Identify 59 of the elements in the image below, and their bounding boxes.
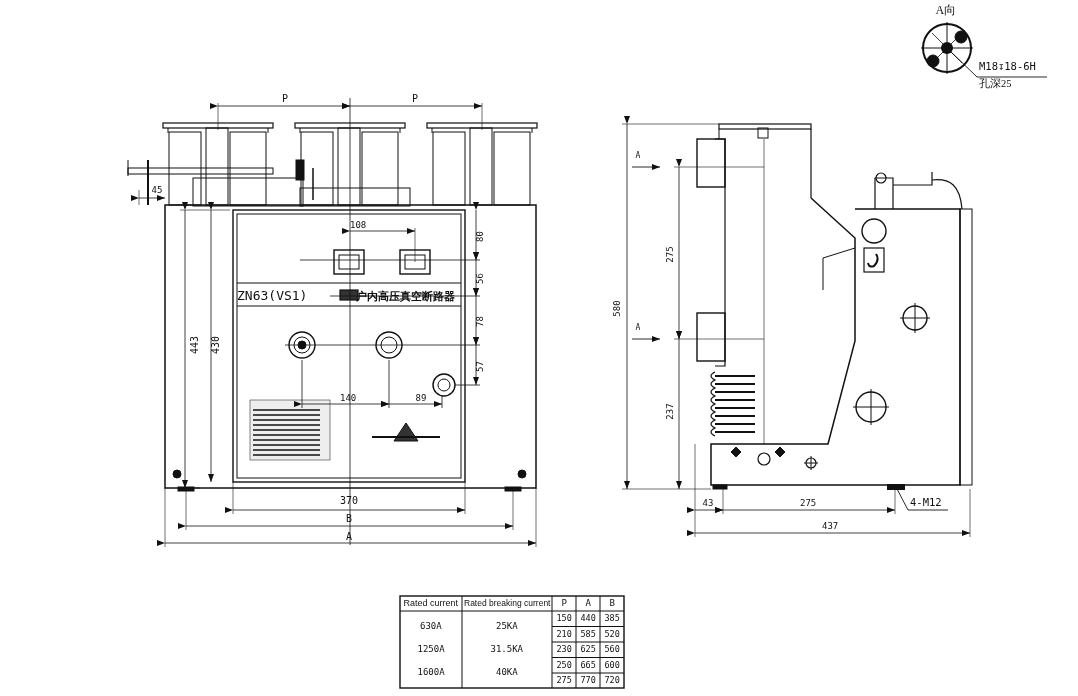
threaded-hole — [941, 42, 953, 54]
dimension-text: 275 — [665, 245, 675, 263]
table-cell-text: 630A — [420, 622, 442, 631]
table-cell-text: 25KA — [496, 622, 518, 631]
dimension-text: 43 — [702, 498, 714, 508]
dimension-text: 443 — [190, 335, 201, 355]
callout-text: M18↧18-6H — [979, 61, 1036, 72]
callout-text: 4-M12 — [910, 497, 942, 508]
table-cell-text: Rated breaking current — [464, 599, 551, 608]
dimension-text: 89 — [415, 393, 427, 403]
table-cell-text: 665 — [580, 660, 596, 670]
dimension-text: 275 — [800, 498, 817, 508]
leader-line — [950, 51, 1048, 78]
dimension-text: 78 — [475, 315, 485, 327]
table-cell-text: 250 — [556, 660, 572, 670]
section-label: A — [635, 324, 641, 332]
table-cell-text: 210 — [556, 629, 572, 639]
table-cell-text: 1600A — [417, 668, 445, 678]
callout-text: 孔深25 — [979, 79, 1012, 90]
table-cell-text: 40KA — [496, 668, 518, 678]
dimension-text: A — [346, 532, 353, 542]
table-cell-text: 31.5KA — [490, 645, 523, 655]
dimension-text: 108 — [350, 220, 367, 230]
table-cell-text: 720 — [604, 676, 620, 685]
table-cell-text: 585 — [580, 629, 596, 639]
table-cell-text: A — [585, 599, 591, 608]
table-cell-text: 150 — [556, 614, 572, 623]
view-label: A向 — [935, 4, 957, 16]
table-cell-text: 770 — [580, 676, 596, 685]
dimension-text: 56 — [475, 272, 485, 284]
section-label: A — [635, 152, 641, 160]
dimension-text: 45 — [151, 185, 163, 195]
leader-line — [896, 489, 949, 511]
dimension-text: P — [282, 94, 289, 104]
table-cell-text: 600 — [604, 660, 620, 670]
mounting-foot — [887, 484, 905, 490]
table-cell-text: 560 — [604, 645, 620, 654]
dimension-text: 370 — [340, 496, 359, 506]
panel-text: ZN63(VS1) — [237, 288, 308, 302]
table-cell-text: 1250A — [417, 645, 445, 655]
table-cell-text: P — [561, 599, 567, 608]
dimension-text: 80 — [475, 230, 485, 242]
table-cell-text: 625 — [580, 645, 596, 654]
table-cell-text: 440 — [580, 614, 596, 623]
table-cell-text: 230 — [556, 645, 572, 654]
dimension-text: 430 — [211, 335, 222, 355]
panel-text: 户内高压真空断路器 — [355, 290, 455, 302]
dimension-text: 237 — [665, 402, 675, 420]
dimension-text: B — [346, 514, 353, 524]
dimension-text: 57 — [475, 360, 485, 372]
table-cell-text: B — [609, 599, 615, 608]
table-cell-text: 275 — [556, 676, 572, 685]
table-cell-text: 520 — [604, 629, 620, 639]
table-cell-text: 385 — [604, 614, 620, 623]
dimension-text: 437 — [822, 521, 839, 531]
table-cell-text: Rated current — [403, 599, 459, 608]
dimension-text: 580 — [612, 299, 622, 317]
dimension-text: P — [412, 94, 419, 104]
dimension-text: 140 — [340, 393, 357, 403]
